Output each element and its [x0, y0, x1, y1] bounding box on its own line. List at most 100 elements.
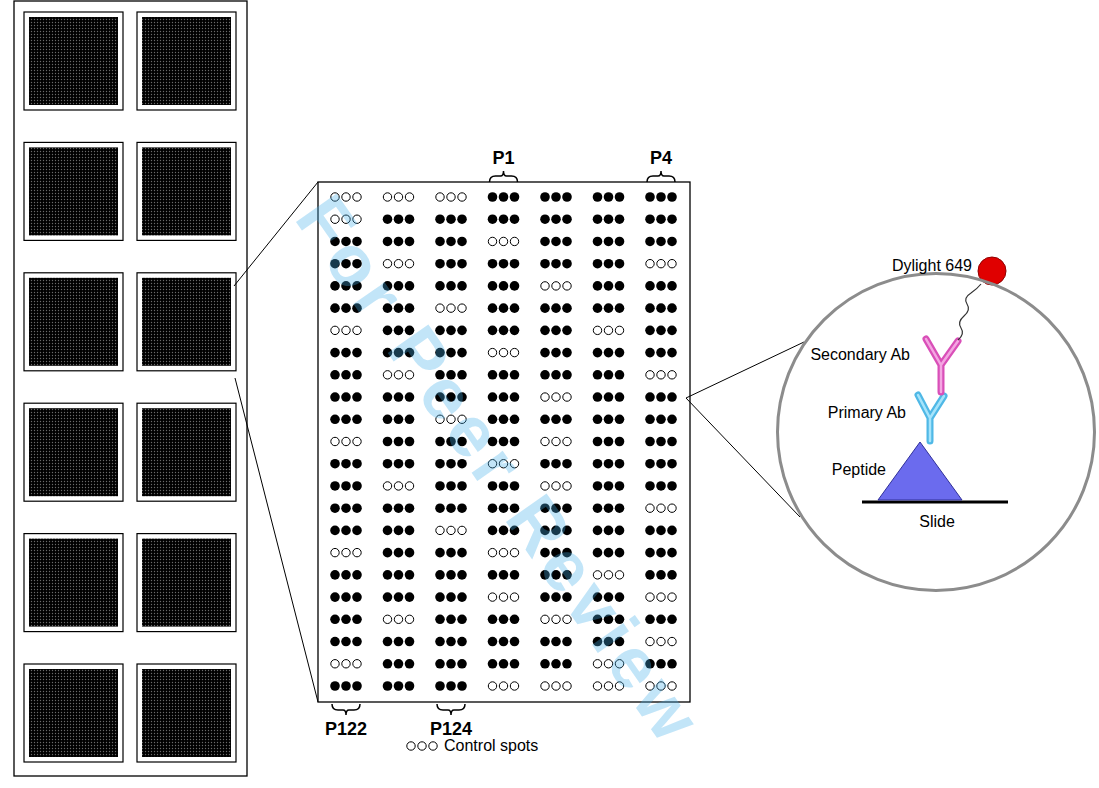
peptide-spot — [615, 459, 625, 469]
peptide-spot — [383, 237, 393, 247]
peptide-spot — [667, 414, 677, 424]
peptide-spot — [341, 348, 351, 358]
peptide-spot — [499, 326, 509, 336]
peptide-spot — [383, 459, 393, 469]
peptide-spot — [330, 414, 340, 424]
peptide-spot — [488, 192, 498, 202]
peptide-spot — [436, 304, 444, 312]
peptide-spot — [668, 682, 676, 690]
peptide-spot — [435, 503, 445, 513]
peptide-spot — [551, 214, 561, 224]
peptide-spot — [341, 592, 351, 602]
sub-array-spots — [142, 408, 231, 496]
peptide-spot — [562, 192, 572, 202]
peptide-spot — [436, 415, 444, 423]
peptide-spot — [645, 481, 655, 491]
peptide-spot — [488, 348, 496, 356]
peptide-spot — [657, 637, 665, 645]
peptide-spot — [352, 681, 362, 691]
peptide-spot — [510, 370, 520, 380]
peptide-spot — [667, 659, 677, 669]
peptide-spot — [593, 392, 603, 402]
peptide-spot — [488, 460, 496, 468]
peptide-spot — [552, 682, 560, 690]
peptide-label: P122 — [325, 719, 367, 740]
peptide-spot — [656, 526, 666, 536]
peptide-spot — [352, 281, 362, 291]
peptide-spot — [645, 237, 655, 247]
peptide-spot — [540, 526, 550, 536]
peptide-spot — [604, 682, 612, 690]
peptide-spot — [457, 326, 467, 336]
peptide-spot — [330, 303, 340, 313]
peptide-spot — [645, 414, 655, 424]
peptide-spot — [562, 592, 572, 602]
peptide-spot — [446, 214, 456, 224]
peptide-spot — [615, 326, 623, 334]
peptide-spot — [405, 392, 415, 402]
peptide-spot — [646, 593, 654, 601]
peptide-spot — [499, 593, 507, 601]
peptide-spot — [446, 437, 456, 447]
peptide-spot — [510, 414, 520, 424]
peptide-spot — [499, 570, 509, 580]
peptide-spot — [435, 481, 445, 491]
peptide-spot — [593, 192, 603, 202]
peptide-spot — [383, 437, 393, 447]
peptide-spot — [593, 214, 603, 224]
peptide-spot — [353, 215, 361, 223]
slide-surface — [862, 501, 1008, 504]
peptide-spot — [540, 370, 550, 380]
peptide-spot — [499, 303, 509, 313]
peptide-spot — [394, 659, 404, 669]
peptide-spot — [488, 303, 498, 313]
peptide-spot — [615, 481, 625, 491]
peptide-spot — [615, 370, 625, 380]
peptide-spot — [510, 192, 520, 202]
peptide-spot — [488, 548, 496, 556]
peptide-spot — [562, 459, 572, 469]
peptide-spot — [541, 282, 549, 290]
sub-array-spots — [29, 539, 118, 627]
peptide-spot — [645, 281, 655, 291]
peptide-spot — [488, 326, 498, 336]
peptide-spot — [435, 570, 445, 580]
peptide-spot — [383, 371, 391, 379]
peptide-spot — [615, 660, 623, 668]
peptide-spot — [383, 615, 391, 623]
peptide-spot — [405, 503, 415, 513]
peptide-spot — [405, 348, 415, 358]
sub-array — [24, 12, 123, 110]
peptide-spot — [488, 281, 498, 291]
bracket — [490, 171, 518, 182]
peptide-spot — [457, 459, 467, 469]
sub-array-spots — [29, 278, 118, 366]
peptide-spot — [593, 637, 603, 647]
sub-array-outline — [24, 403, 123, 501]
primary-antibody — [918, 395, 944, 441]
peptide-spot — [540, 259, 550, 269]
peptide-spot — [330, 348, 340, 358]
peptide-spot — [646, 682, 654, 690]
peptide-spot — [446, 637, 456, 647]
peptide-spot — [604, 214, 614, 224]
peptide-spot — [645, 548, 655, 558]
peptide-spot — [645, 214, 655, 224]
peptide-spot — [604, 281, 614, 291]
peptide-spot — [615, 192, 625, 202]
dye-linker — [958, 284, 981, 340]
peptide-spot — [383, 414, 393, 424]
peptide-spot — [510, 460, 518, 468]
peptide-spot — [394, 526, 404, 536]
peptide-spot — [541, 437, 549, 445]
peptide-spot — [593, 237, 603, 247]
sub-array-spots — [142, 278, 231, 366]
peptide-spot — [341, 570, 351, 580]
peptide-spot — [562, 503, 572, 513]
legend-sample — [407, 742, 437, 750]
peptide-spot — [593, 481, 603, 491]
peptide-spot — [383, 570, 393, 580]
peptide-spot — [510, 348, 518, 356]
peptide-spot — [435, 370, 445, 380]
